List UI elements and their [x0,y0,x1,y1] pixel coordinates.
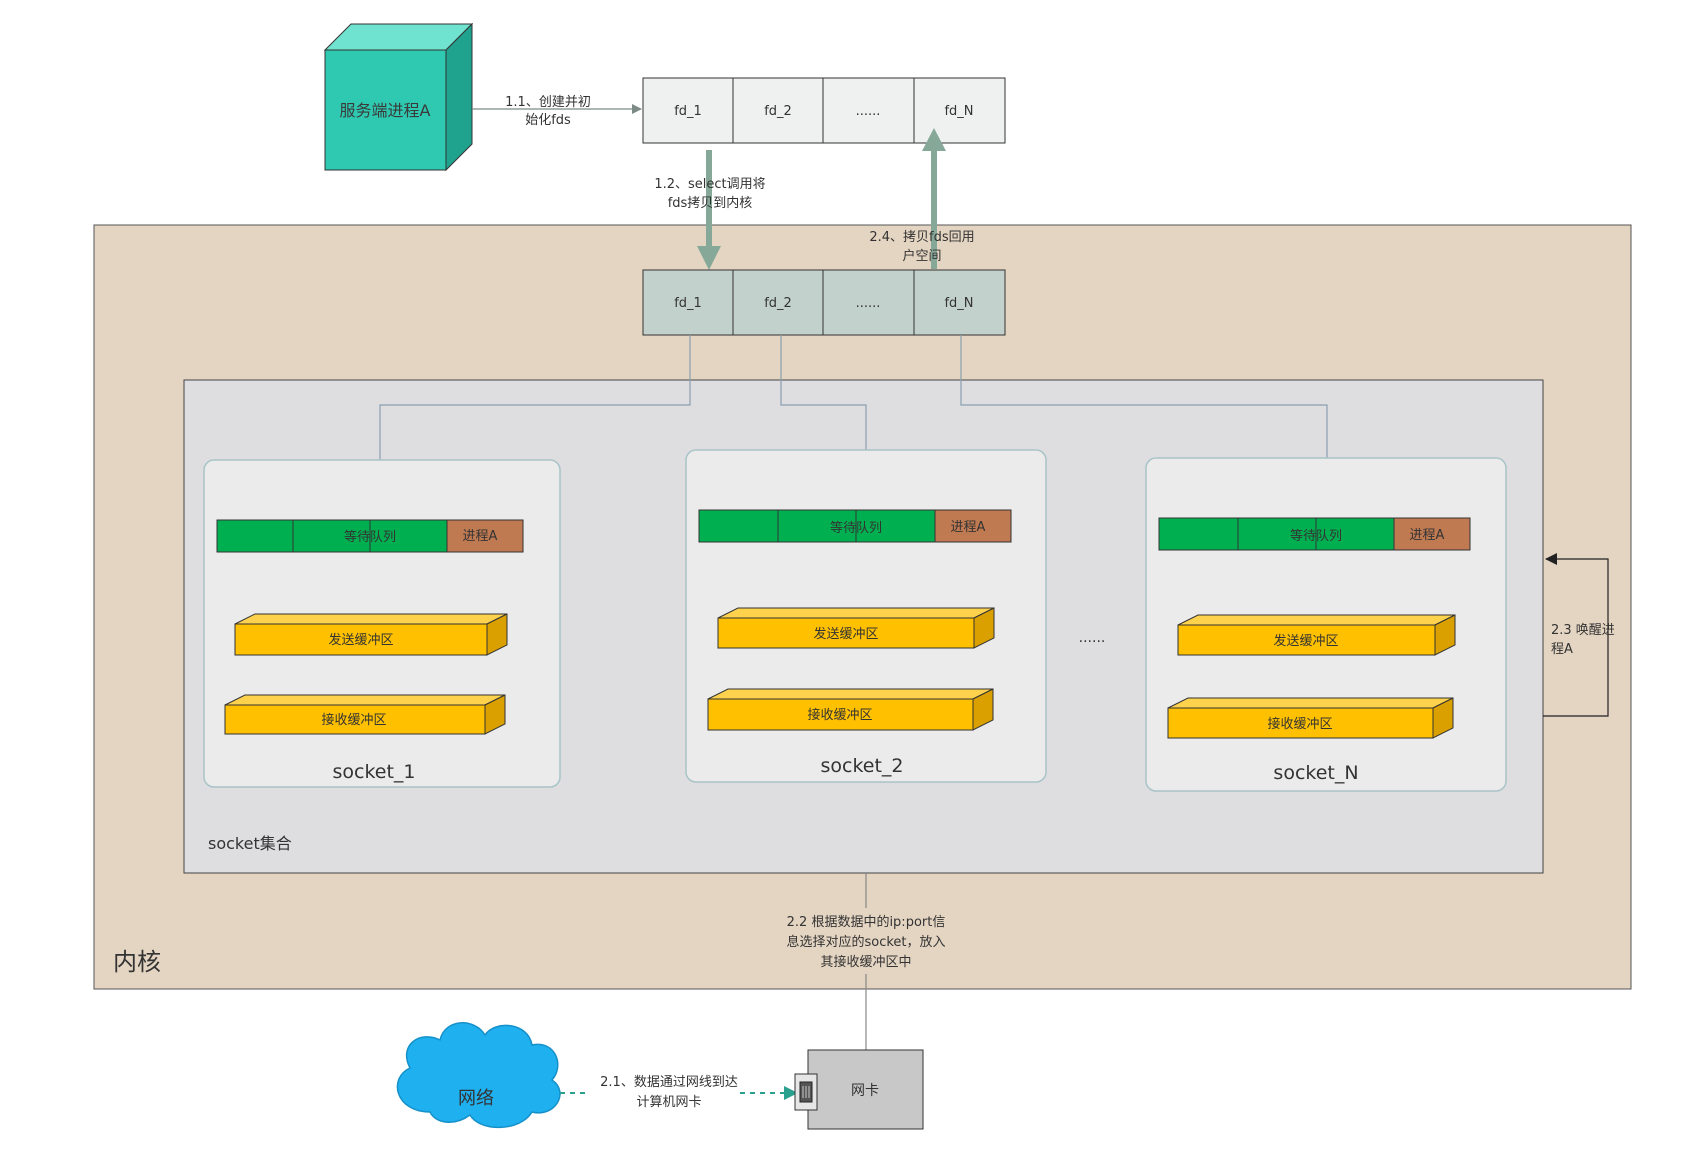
kernel-fd-label: fd_1 [674,296,702,311]
sockets-ellipsis: ...... [1079,630,1106,646]
kernel-fd-label: fd_2 [764,296,792,311]
send-buffer-label: 发送缓冲区 [813,626,878,642]
recv-buffer: 接收缓冲区 [1167,697,1454,739]
recv-buffer-label: 接收缓冲区 [807,707,872,723]
kernel-fd-cell [642,269,734,336]
step-2-4-line-2: 户空间 [902,248,941,264]
arrow-wake-process [1543,553,1609,717]
recv-buffer: 接收缓冲区 [707,688,994,731]
kernel-fd-cell [822,269,915,336]
arrow-copy-fds-to-kernel [697,150,721,270]
server-process-box: 服务端进程A [323,22,474,172]
process-a-entry [934,509,1012,543]
process-a-label: 进程A [463,529,498,544]
process-a-label: 进程A [951,520,986,535]
step-2-3-line-1: 2.3 唤醒进 [1551,623,1615,638]
user-fd-array: fd_1 fd_2 ...... fd_N [642,77,1006,144]
socket-name: socket_N [1273,762,1358,784]
network-label: 网络 [458,1088,494,1109]
step-2-1-line-2: 计算机网卡 [636,1095,701,1110]
user-fd-cell [913,77,1006,144]
step-2-4-line-1: 2.4、拷贝fds回用 [869,230,974,245]
nic-label: 网卡 [851,1083,879,1099]
kernel-fd-cell [913,269,1006,336]
server-process-label: 服务端进程A [340,101,431,120]
send-buffer: 发送缓冲区 [234,613,508,656]
network-cloud: 网络 [396,1022,561,1129]
kernel-label: 内核 [113,948,161,976]
wait-queue-label: 等待队列 [1290,528,1342,544]
step-2-1-line-1: 2.1、数据通过网线到达 [600,1075,738,1090]
wait-queue-label: 等待队列 [344,529,396,545]
step-2-3-line-2: 程A [1551,642,1573,657]
send-buffer-label: 发送缓冲区 [1273,633,1338,649]
step-1-1-line-1: 1.1、创建并初 [505,95,591,110]
kernel-fd-array: fd_1 fd_2 ...... fd_N [642,269,1006,336]
wait-queue [216,519,448,553]
process-a-entry [446,519,524,553]
recv-buffer: 接收缓冲区 [224,694,506,735]
step-1-1-line-2: 始化fds [525,113,571,128]
step-2-2-line-2: 息选择对应的socket，放入 [786,934,945,950]
user-fd-cell [732,77,824,144]
arrow-copy-fds-back [922,128,946,269]
kernel-fd-cell [732,269,824,336]
fd-socket-connectors [379,335,1328,460]
socket-card: 等待队列 进程A 发送缓冲区 接收缓冲区 socket_1 [203,459,561,788]
user-fd-label: fd_N [944,104,973,119]
ethernet-port-icon [794,1073,818,1111]
send-buffer: 发送缓冲区 [1177,614,1456,656]
kernel-fd-label: fd_N [944,296,973,311]
socket-card: 等待队列 进程A 发送缓冲区 接收缓冲区 socket_N [1145,457,1507,792]
nic-box: 网卡 [794,1049,924,1130]
socket-name: socket_1 [332,761,415,783]
send-buffer: 发送缓冲区 [717,607,995,649]
socket-card: 等待队列 进程A 发送缓冲区 接收缓冲区 socket_2 [685,449,1047,783]
user-fd-cell [642,77,734,144]
user-fd-label: ...... [856,104,881,119]
send-buffer-label: 发送缓冲区 [328,632,393,648]
wait-queue [1158,517,1395,551]
user-fd-label: fd_2 [764,104,792,119]
step-1-2-line-2: fds拷贝到内核 [668,195,753,211]
step-2-2-line-1: 2.2 根据数据中的ip:port信 [787,914,946,930]
step-2-2-line-3: 其接收缓冲区中 [820,954,911,970]
process-a-label: 进程A [1410,528,1445,543]
wait-queue [698,509,936,543]
kernel-fd-label: ...... [856,296,881,311]
socket-set-label: socket集合 [208,834,292,853]
wait-queue-label: 等待队列 [830,520,882,536]
recv-buffer-label: 接收缓冲区 [321,712,386,728]
process-a-entry [1393,517,1471,551]
user-fd-label: fd_1 [674,104,702,119]
socket-name: socket_2 [820,755,903,777]
step-1-2-line-1: 1.2、select调用将 [654,177,765,192]
recv-buffer-label: 接收缓冲区 [1267,716,1332,732]
